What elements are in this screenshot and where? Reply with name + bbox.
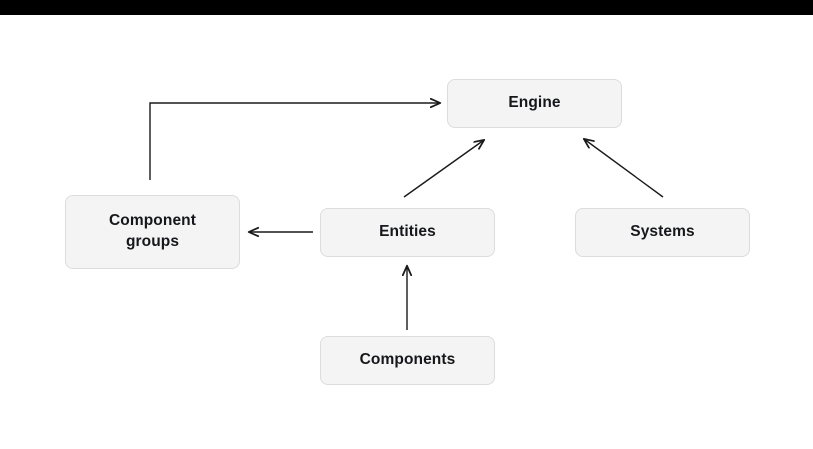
node-components[interactable]: Components: [320, 336, 495, 385]
node-systems[interactable]: Systems: [575, 208, 750, 257]
node-entities[interactable]: Entities: [320, 208, 495, 257]
node-component-groups-label: Component groups: [109, 212, 196, 250]
edge-systems-to-engine: [584, 139, 664, 198]
node-component-groups[interactable]: Component groups: [65, 195, 240, 269]
node-components-label: Components: [359, 351, 456, 369]
node-engine-label: Engine: [508, 94, 561, 112]
node-entities-label: Entities: [379, 223, 436, 241]
node-systems-label: Systems: [630, 223, 695, 241]
diagram-canvas: Engine Component groups Entities Systems…: [0, 15, 813, 449]
top-black-bar: [0, 0, 813, 15]
node-engine[interactable]: Engine: [447, 79, 622, 128]
edge-entities-to-engine: [403, 140, 484, 198]
edge-cgroups-to-engine: [149, 103, 440, 180]
